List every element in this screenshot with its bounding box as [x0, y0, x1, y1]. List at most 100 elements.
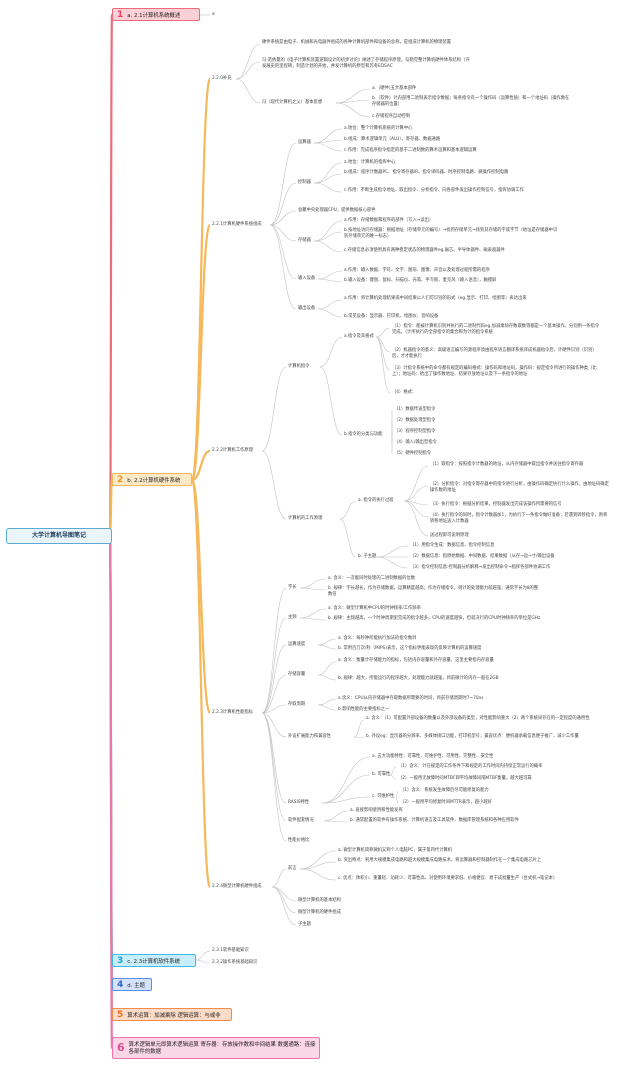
extensibility[interactable]: 外设扩展能力和兼容性: [288, 734, 331, 739]
sub-topic-item[interactable]: （2）数据信息：指原始数据、中间数据、结果数据（从存→运→寸/输出设备: [410, 554, 555, 559]
type-item[interactable]: （1）数据传送型指令: [394, 407, 436, 412]
software-item[interactable]: b. 通常配置的软件有操作系统、计算机语言及工具软件、数据库管理系统和各种应用软…: [350, 818, 519, 823]
speed-item[interactable]: a. 含义：每秒钟所能执行加法的指令数目: [338, 636, 417, 641]
foreword[interactable]: 前言: [288, 866, 297, 871]
arithmetic-item[interactable]: c.作用：完成程序指令指定的基于二进制数的算术运算和基本逻辑运算: [344, 148, 477, 153]
input-device[interactable]: 输入设备: [298, 276, 316, 281]
execution-item[interactable]: （4）执行指令的同时，指令计数器加1，为执行下一条指令做好准备；若遇到转移指令，…: [430, 513, 608, 524]
sub-topic-item[interactable]: （3）指令控制信息:控制器分析解释→发出控制命令→指挥各部件协调工作: [410, 565, 551, 570]
sub-topic-leaf[interactable]: 子主题: [298, 922, 311, 927]
memory-item[interactable]: b.按地址访问存储器：根据地址（存储单元的编号）→找到存储单元→找到其存储的字或…: [344, 228, 558, 239]
frequency-item[interactable]: a. 含义：微型计算机中CPU的时钟频率/工作频率: [328, 606, 421, 611]
execution-item[interactable]: （3）执行指令：根据分析结果，控制器发出完成该操作所需要的信号: [430, 502, 562, 507]
rasis-item[interactable]: a. 五大功能特性：可靠性、可维护性、可用性、完整性、安全性: [372, 754, 494, 759]
capacity-item[interactable]: a. 含义：衡量计存储能力的指标，包括内存容量和外存容量，这里主要指内存容量: [338, 658, 494, 663]
format-item[interactable]: （1）指令：能被计算机识别并执行的二进制代码eg.加减乘除存数取数等都是一个基本…: [392, 324, 600, 335]
control-unit[interactable]: 控制器: [298, 180, 311, 185]
root-topic[interactable]: 大学计算机导图笔记: [6, 528, 112, 544]
computer-instruction[interactable]: 计算机指令: [288, 364, 310, 369]
main-frequency[interactable]: 主频: [288, 615, 297, 620]
software-basics[interactable]: 2.3.1软件基础知识: [212, 948, 249, 953]
von-neumann-item[interactable]: a.（硬件)五大基本部件: [372, 86, 417, 91]
control-item[interactable]: c.作用：不断生成指令地址、取出指令、分析指令、向各部件发出操作控制信号，指挥协…: [344, 188, 524, 193]
instruction-types[interactable]: b.指令的分类与功能: [344, 432, 383, 437]
word-length-item[interactable]: b. 规律：字长越长，作为存储数据，运算精度越高；作为存储指令，则计的处理能力就…: [328, 586, 539, 597]
extensibility-item[interactable]: a. 含义：（1）可配置外部设备的数量以及外部设备的类型，对性能影响重大（2）两…: [366, 716, 590, 721]
storage-capacity[interactable]: 存储容量: [288, 672, 306, 677]
cycle-item[interactable]: b.影响性能的主要指标之一: [338, 707, 390, 712]
execution-process[interactable]: a. 指令的执行过程: [358, 498, 394, 503]
topic-2-2-2[interactable]: 2.2.2计算机工作原理: [212, 448, 254, 453]
input-item[interactable]: b.输入设备：键盘、鼠标、扫描仪、光笔、手写板、麦克风（输入语音），触摸屏: [344, 278, 497, 283]
capacity-item[interactable]: b. 规律：越大，所能运行的程序越大，处理能力就越强，目前微计的内存一般在2GB: [338, 676, 499, 681]
word-length[interactable]: 字长: [288, 585, 297, 590]
sub-topic-item[interactable]: （1）用指令生成：数据信息、指令控制信息: [410, 543, 495, 548]
type-item[interactable]: （5）硬件控制指令: [394, 451, 432, 456]
frequency-item[interactable]: b. 规律：主频越高，一个时钟周期里完成的指令越多，CPU的速度越快，但就决行的…: [328, 616, 541, 621]
memory-unit[interactable]: 存储器: [298, 238, 311, 243]
type-item[interactable]: （4）输入/输出型指令: [394, 440, 437, 445]
topic-2-2-3[interactable]: 2.2.3计算机性能指标: [212, 710, 254, 715]
reliability-item[interactable]: （2）一般用无故障时间MTBF即平均故障间隔MTBF衡量，越大越可靠: [398, 776, 532, 781]
arithmetic-item[interactable]: b.组成：算术逻辑单元（ALU），寄存器、数据通路: [344, 137, 441, 142]
rasis-reliability[interactable]: b. 可靠性: [372, 772, 391, 777]
control-item[interactable]: a.地位：计算机的指挥中心: [344, 160, 396, 165]
maintainability-item[interactable]: （1）含义：系统发生故障后尽可能修复的能力: [400, 788, 489, 793]
speed-item[interactable]: b. 常用百万次/秒（MIPS)表示，这个指标更能表现的反映计算机的运算速度: [338, 646, 482, 651]
output-device[interactable]: 输出设备: [298, 306, 316, 311]
foreword-item[interactable]: a. 微型计算机简称微机又称个人电脑PC，属于第四代计算机: [338, 848, 453, 853]
microcomputer-hardware[interactable]: 微型计算机的硬件组成: [298, 910, 341, 915]
access-cycle[interactable]: 存取周期: [288, 702, 306, 707]
maintainability-item[interactable]: （2）一般用平均修复时间MTTR表示，越小越好: [400, 800, 492, 805]
instruction-format[interactable]: a.指令及其格式: [344, 334, 374, 339]
von-neumann-idea[interactable]: 冯（现代计算机之父）基本思想: [262, 100, 323, 105]
intro-hardware[interactable]: 硬件系统是由电子、机械和光电器件组成的各种计算机部件和设备的总称，是组成计算机的…: [262, 40, 452, 45]
extensibility-item[interactable]: b. 外设eg：显示器的分辨率、多媒体接口功能，打印机型号；兼容优点：便机器承载…: [366, 734, 579, 739]
rasis-maintainability[interactable]: c. 可维护性: [372, 794, 395, 799]
price-performance[interactable]: 性能价格比: [288, 838, 310, 843]
os-basics[interactable]: 2.3.2操作系统基础知识: [212, 960, 258, 965]
intro-von-neumann[interactable]: 冯·诺依曼的《电子计算机装置逻辑设计的初步讨论》阐述了存储程序原理，勾勒完整计算…: [262, 58, 470, 69]
sub-topic[interactable]: b. 子主题: [358, 554, 377, 559]
execution-item[interactable]: 送过程即可说明原理: [430, 533, 469, 538]
memory-item[interactable]: a.作用：存储数据和程序的部件（写入→读出）: [344, 218, 434, 223]
software-item[interactable]: a. 直接影响使用和性能发挥: [350, 808, 403, 813]
control-item[interactable]: b.组成：程序计数器PC、指令寄存器IR、指令译码器、时序控制电路、微操作控制电…: [344, 170, 509, 175]
working-principle[interactable]: 计算机的工作原理: [288, 516, 323, 521]
reliability-item[interactable]: （1）含义：计在规定的工作条件下和规定的工作时间内持续正常运行的概率: [398, 764, 543, 769]
topic-2-2-1[interactable]: 2.2.1计算机硬件系统组成: [212, 222, 262, 227]
input-item[interactable]: a.作用：输入数据、字符、文字、图形、图像、声音以及处理过程所需的程序: [344, 268, 490, 273]
cpu-note[interactable]: 会聚中央处理器CPU，提供数据核心部件: [298, 208, 376, 213]
arithmetic-unit[interactable]: 运算器: [298, 140, 311, 145]
type-item[interactable]: （2）数据处理型指令: [394, 418, 436, 423]
rasis-feature[interactable]: RASIS特性: [288, 800, 310, 805]
type-item[interactable]: （3）程序控制型指令: [394, 429, 436, 434]
word-length-item[interactable]: a. 含义：一次能同时处理的二进制数据的位数: [328, 576, 416, 581]
von-neumann-item[interactable]: b.（软件）计内部用二进制表示指令数据；每条指令有一个操作码（运算性质）和一个地…: [372, 96, 570, 107]
foreword-item[interactable]: c. 优点：体积小、重量轻、功耗少、可靠性高、对使用环境要求低、价格便宜、易于成…: [338, 876, 558, 881]
software-support[interactable]: 软件配套情况: [288, 818, 314, 823]
cycle-item[interactable]: a.含义：CPU从内存储器中存取数据所需要的时间，目前存储周期时7~70ns: [338, 696, 484, 701]
format-item[interactable]: （4）格式：: [392, 390, 417, 395]
format-item[interactable]: （3）计指令系统中的命令都有规定的编码格式：操作码和地址码，操作码：规定指令所进…: [392, 366, 597, 377]
memory-item[interactable]: c.存储信息必须使用具有两种稳定状态的物理器件eg.磁芯、半导体器件、磁表面器件: [344, 248, 505, 253]
execution-item[interactable]: （2）分析指令：对指令寄存器中的指令进行分析，由操作码确定执行什么操作，由地址码…: [430, 482, 609, 493]
output-item[interactable]: a.作用：将计算机处理结果或中间结果以人们可识别的形式（eg.显示、打印、绘图等…: [344, 296, 527, 301]
von-neumann-item[interactable]: c.存储程序自动控制: [372, 114, 411, 119]
computing-speed[interactable]: 运算速度: [288, 642, 306, 647]
foreword-item[interactable]: b. 突出特点：利用大规模集成电路和超大规模集成电路技术，将运算器和控制器制作在…: [338, 858, 542, 863]
arithmetic-item[interactable]: a.地位：整个计算机系统的计算中心: [344, 126, 413, 131]
chapter-1-child[interactable]: a: [212, 12, 215, 17]
output-item[interactable]: b.常见设备：显示器、打印机、绘图仪、音响设备: [344, 314, 439, 319]
format-item[interactable]: （2）机器指令的意义：高级语言编写的源程序须由程序语言翻译系统译成机器指令后，计…: [392, 348, 597, 359]
topic-2-2-4[interactable]: 2.2.4微型计算机硬件组成: [212, 884, 262, 889]
microcomputer-structure[interactable]: 微型计算机的基本结构: [298, 898, 341, 903]
execution-item[interactable]: （1）取指令：按照指令计数器的地址，从内存储器中取出指令并送往指令寄存器: [430, 462, 584, 467]
topic-2-2-0[interactable]: 2.2.0补充: [212, 76, 232, 81]
